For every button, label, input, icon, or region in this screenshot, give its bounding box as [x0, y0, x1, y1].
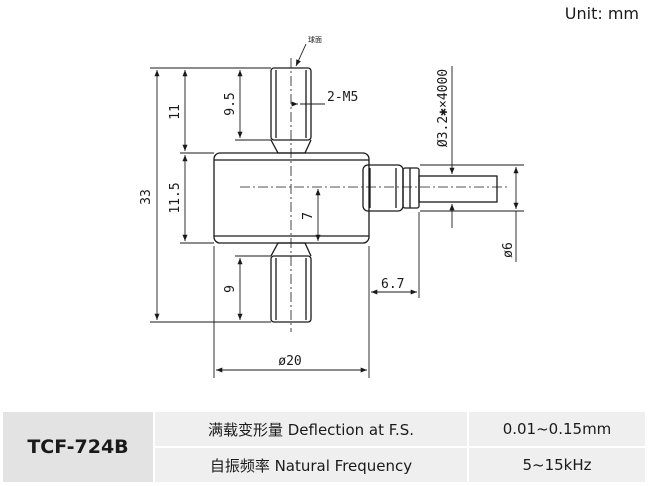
- dim-thread-top: 9.5: [223, 92, 238, 115]
- thread-note: 2-M5: [327, 90, 358, 105]
- value-cell: 5~15kHz: [467, 446, 647, 484]
- param-cell: 自振频率 Natural Frequency: [153, 446, 469, 484]
- dim-center-offset: 7: [301, 212, 316, 220]
- spec-row: 自振频率 Natural Frequency 5~15kHz: [2, 446, 647, 484]
- dim-cable-diameter: ø6: [501, 242, 516, 258]
- value-cell: 0.01~0.15mm: [467, 410, 647, 448]
- cable: [418, 175, 498, 203]
- param-cell: 满载变形量 Deflection at F.S.: [153, 410, 469, 448]
- small-note: 球面: [308, 35, 322, 44]
- spec-table: TCF-724B 满载变形量 Deflection at F.S. 0.01~0…: [1, 410, 647, 484]
- dim-cable-length: 6.7: [381, 277, 404, 292]
- technical-drawing: 33 11 11.5 9.5 2-M5 球面 7 9 6.7 ø20 Ø3.2✱…: [139, 35, 524, 378]
- spec-row: TCF-724B 满载变形量 Deflection at F.S. 0.01~0…: [1, 410, 647, 484]
- cable-note: Ø3.2✱×4000: [436, 69, 451, 147]
- dim-body-diameter: ø20: [278, 354, 301, 369]
- dim-body-height: 11.5: [168, 182, 183, 213]
- sensor-body: [213, 152, 370, 244]
- dim-top-stud: 11: [168, 104, 183, 120]
- dim-thread-bottom: 9: [223, 285, 238, 293]
- unit-label: Unit: mm: [564, 4, 639, 23]
- model-cell: TCF-724B: [1, 410, 155, 484]
- dim-overall-height: 33: [139, 189, 154, 205]
